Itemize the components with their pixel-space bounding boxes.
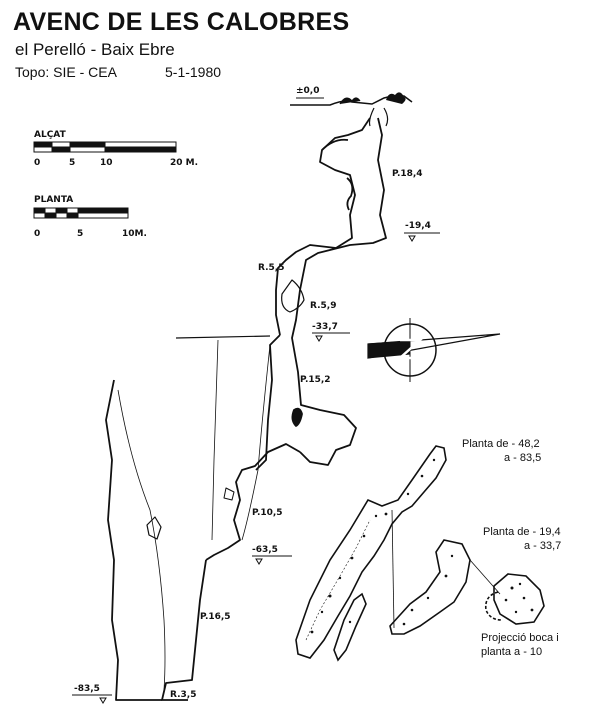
alcat-tick-10: 10 (100, 158, 113, 168)
surface-entrance (290, 92, 413, 127)
planta-tick-5: 5 (77, 229, 84, 239)
elevation-section (105, 117, 387, 701)
plan-mouth-note-line1: Projecció boca i (481, 632, 559, 644)
plan-view-mouth (469, 559, 545, 625)
north-arrow-icon (367, 318, 501, 382)
depth-markers (72, 232, 440, 704)
plan-stipple (310, 458, 534, 634)
drawing-title: AVENC DE LES CALOBRES (13, 8, 350, 36)
pitch-label-p10: P.10,5 (252, 508, 283, 518)
depth-label-0: ±0,0 (296, 86, 320, 96)
alcat-tick-0: 0 (34, 158, 41, 168)
plan-deep-note-line2: a - 83,5 (504, 452, 542, 464)
plan-deep-note-line1: Planta de - 48,2 (462, 438, 540, 450)
alcat-scale-label: ALÇAT (34, 130, 66, 140)
plan-view-middle (389, 509, 471, 635)
depth-label-19: -19,4 (405, 221, 431, 231)
pitch-label-r59: R.5,9 (310, 301, 337, 311)
depth-label-83: -83,5 (74, 684, 100, 694)
plan-mouth-note-line2: planta a - 10 (481, 646, 543, 658)
depth-label-33: -33,7 (312, 322, 338, 332)
alcat-tick-20: 20 M. (170, 158, 199, 168)
planta-scale-bar (33, 207, 129, 219)
alcat-scale-bar (33, 141, 177, 153)
location-subtitle: el Perelló - Baix Ebre (15, 40, 175, 59)
plan-mid-note-line1: Planta de - 19,4 (483, 526, 561, 538)
pitch-label-p18: P.18,4 (392, 169, 423, 179)
planta-tick-0: 0 (34, 229, 41, 239)
planta-tick-10: 10M. (122, 229, 147, 239)
plan-view-deep (295, 445, 447, 662)
planta-scale-label: PLANTA (34, 195, 74, 205)
pitch-label-p15: P.15,2 (300, 375, 331, 385)
topo-credit: Topo: SIE - CEA (15, 64, 117, 80)
topo-date: 5-1-1980 (165, 64, 222, 80)
alcat-tick-5: 5 (69, 158, 76, 168)
pitch-label-p16: P.16,5 (200, 612, 231, 622)
pitch-label-r35: R.3,5 (170, 690, 197, 700)
depth-label-63: -63,5 (252, 545, 278, 555)
plan-mid-note-line2: a - 33,7 (524, 540, 562, 552)
pitch-label-r55: R.5,5 (258, 263, 285, 273)
